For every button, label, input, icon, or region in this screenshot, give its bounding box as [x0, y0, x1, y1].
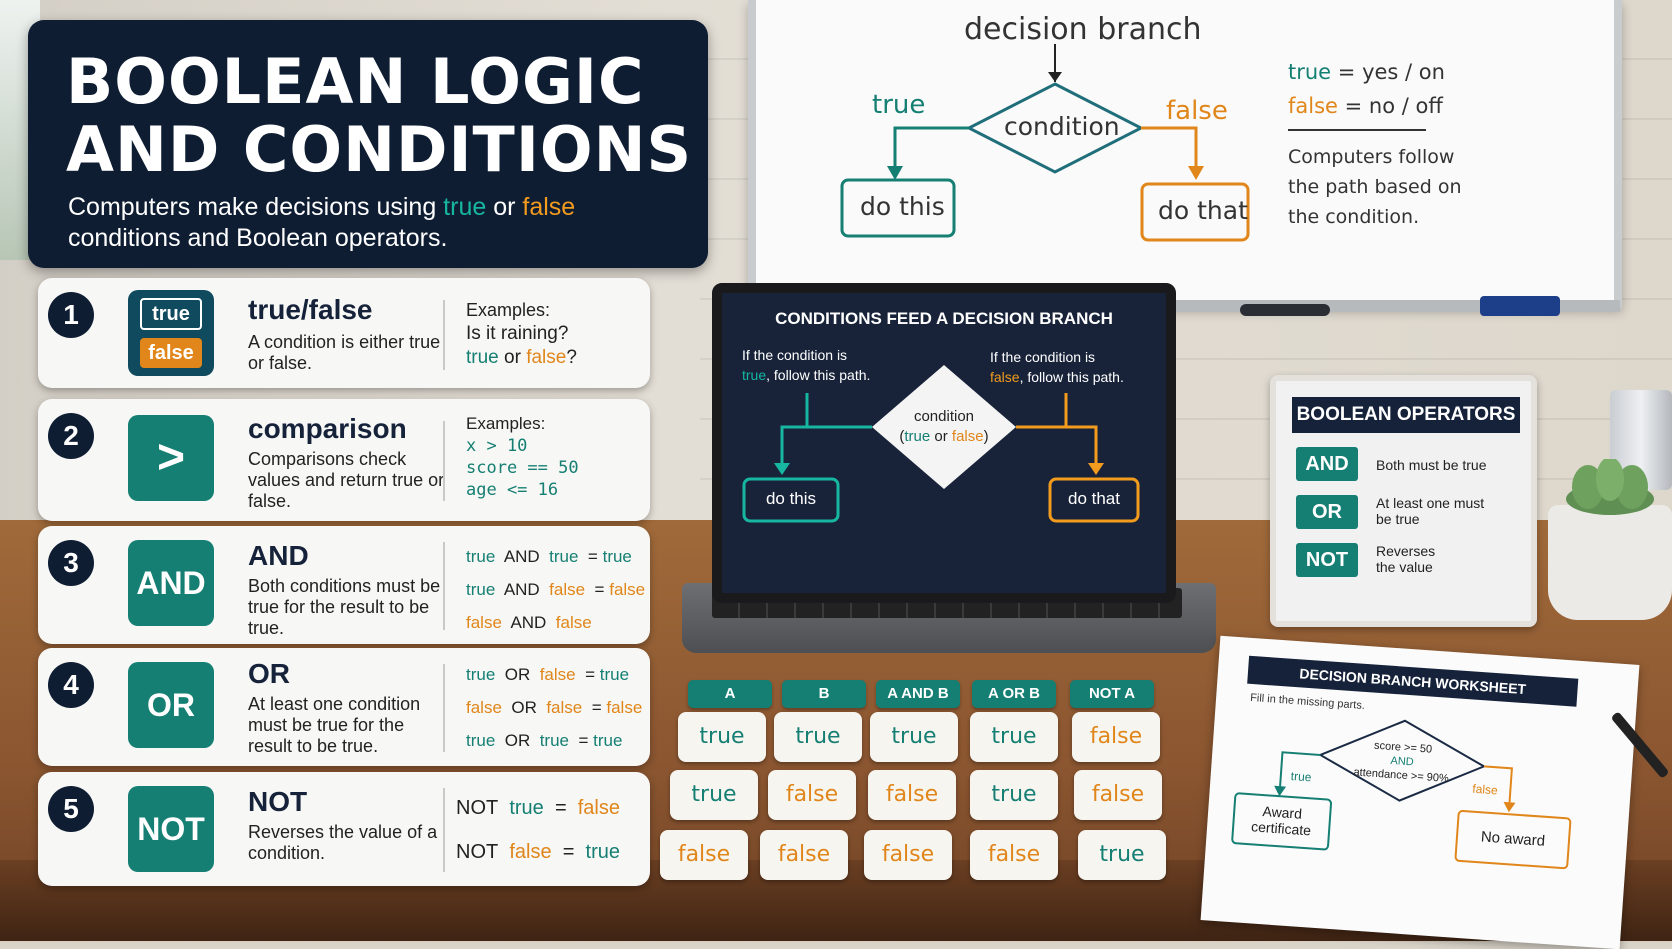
step-number: 2 — [48, 413, 94, 459]
truth-cell: true — [678, 712, 766, 762]
card-not: 5 NOT NOT Reverses the value of a condit… — [38, 772, 650, 886]
operator-or: OR — [1296, 495, 1358, 529]
operator-and: AND — [1296, 447, 1358, 481]
succulent-icon — [1566, 459, 1654, 515]
card-true-false: 1 true false true/false A condition is e… — [38, 278, 650, 388]
truth-cell: true — [970, 770, 1058, 820]
truth-cell: false — [660, 830, 748, 880]
card-examples: Examples: Is it raining? true or false? — [466, 300, 577, 368]
not-badge: NOT — [128, 786, 214, 872]
truth-cell: true — [1078, 830, 1166, 880]
step-number: 5 — [48, 786, 94, 832]
card-and: 3 AND AND Both conditions must be true f… — [38, 526, 650, 665]
card-title: OR — [248, 658, 290, 689]
truth-cell: true — [774, 712, 862, 762]
card-title: AND — [248, 540, 309, 571]
whiteboard-do-that: do that — [1158, 196, 1248, 225]
worksheet-true-label: true — [1290, 768, 1312, 785]
and-badge: AND — [128, 540, 214, 626]
truth-header: A — [688, 680, 772, 708]
laptop-condition-text: condition (true or false) — [899, 408, 989, 445]
card-or: 4 OR OR At least one condition must be t… — [38, 648, 650, 766]
divider — [443, 788, 445, 872]
condition-diamond — [965, 82, 1145, 174]
eraser — [1480, 296, 1560, 316]
worksheet-yes-box: Award certificate — [1250, 803, 1312, 839]
card-description: At least one condition must be true for … — [248, 694, 421, 756]
truth-cell: false — [970, 830, 1058, 880]
page-subtitle: Computers make decisions using true or f… — [68, 193, 576, 252]
legend-true-row: true = yes / on — [1288, 60, 1445, 84]
operator-not: NOT — [1296, 543, 1358, 577]
laptop-do-this: do this — [765, 489, 817, 508]
card-examples: Examples: x > 10 score == 50 age <= 16 — [466, 414, 579, 500]
legend-false-row: false = no / off — [1288, 94, 1443, 118]
not-examples: NOT true = false NOT false = true — [456, 797, 620, 863]
whiteboard-diagram — [840, 44, 1426, 242]
operator-and-desc: Both must be true — [1376, 457, 1487, 473]
truth-cell: false — [1072, 712, 1160, 762]
operator-or-desc: At least one must be true — [1376, 495, 1485, 527]
whiteboard-false-label: false — [1166, 96, 1228, 126]
whiteboard-heading: decision branch — [964, 12, 1202, 47]
truth-cell: false — [868, 770, 956, 820]
laptop-diagram — [742, 365, 1140, 523]
whiteboard-do-this: do this — [860, 192, 945, 221]
card-description: Both conditions must be true for the res… — [248, 576, 441, 638]
worksheet-false-label: false — [1471, 781, 1499, 798]
truth-cell: true — [970, 712, 1058, 762]
card-description: A condition is either true or false. — [248, 332, 441, 373]
divider — [443, 542, 445, 630]
step-number: 3 — [48, 540, 94, 586]
plant-pot — [1548, 459, 1672, 620]
card-description: Reverses the value of a condition. — [248, 822, 438, 863]
sign-heading: BOOLEAN OPERATORS — [1292, 397, 1520, 433]
decision-branch-worksheet: DECISION BRANCH WORKSHEET Fill in the mi… — [1200, 635, 1640, 949]
truth-header: NOT A — [1070, 680, 1154, 708]
laptop-do-that: do that — [1068, 489, 1120, 508]
truth-header: A AND B — [876, 680, 960, 708]
worksheet-diagram — [1231, 719, 1572, 870]
divider — [443, 664, 445, 752]
whiteboard-condition: condition — [1004, 112, 1120, 141]
whiteboard: decision branch condition true false do … — [748, 0, 1622, 308]
laptop-condition-diamond — [872, 365, 1016, 489]
divider — [443, 421, 445, 501]
truth-header: A OR B — [972, 680, 1056, 708]
laptop-heading: CONDITIONS FEED A DECISION BRANCH — [775, 309, 1113, 328]
truth-header: B — [782, 680, 866, 708]
card-title: NOT — [248, 786, 308, 817]
greater-than-icon: > — [128, 415, 214, 501]
divider — [443, 300, 445, 370]
step-number: 1 — [48, 292, 94, 338]
card-title: true/false — [248, 294, 373, 325]
true-false-badge: true false — [128, 290, 214, 376]
laptop-screen: CONDITIONS FEED A DECISION BRANCH If the… — [712, 283, 1176, 603]
or-badge: OR — [128, 662, 214, 748]
truth-cell: true — [870, 712, 958, 762]
truth-cell: false — [768, 770, 856, 820]
operator-not-desc: Reverses the value — [1376, 543, 1436, 575]
truth-cell: false — [760, 830, 848, 880]
marker — [1240, 304, 1330, 316]
whiteboard-true-label: true — [872, 90, 926, 120]
truth-cell: false — [864, 830, 952, 880]
or-examples: true OR false = true false OR false = fa… — [466, 665, 643, 750]
step-number: 4 — [48, 662, 94, 708]
card-comparison: 2 > comparison Comparisons check values … — [38, 399, 650, 521]
truth-cell: false — [1074, 770, 1162, 820]
truth-cell: true — [670, 770, 758, 820]
card-description: Comparisons check values and return true… — [248, 449, 445, 511]
boolean-operators-sign: BOOLEAN OPERATORS AND Both must be true … — [1270, 375, 1537, 627]
card-title: comparison — [248, 413, 407, 444]
